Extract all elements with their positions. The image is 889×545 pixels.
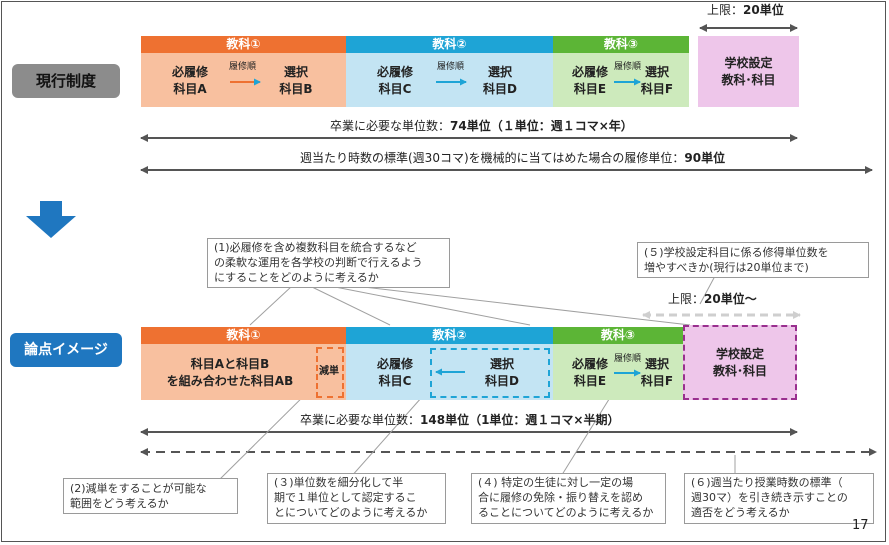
current-grad-label: 卒業に必要な単位数：74単位（１単位：週１コマ×年） [330,119,633,133]
current-subject-c-line1: 必履修 [376,65,413,79]
note-6: (６)週当たり授業時数の標準（ 週30マ）を引き続き示すことの 適否をどう考える… [684,473,874,524]
current-subject-3-body [553,53,689,107]
proposed-subject-1-header: 教科① [141,327,346,344]
proposed-limit-label: 上限：20単位～ [668,292,757,306]
standard-hours-label: 週当たり時数の標準(週30コマ)を機械的に当てはめた場合の履修単位：90単位 [300,151,725,165]
proposed-subject-ab-line1: 科目Aと科目B [190,357,270,371]
proposed-subject-d-line1: 選択 [489,357,514,371]
current-subject-b-line2: 科目B [279,82,313,96]
transition-down-arrow [26,201,76,238]
note-4-line3: ることについてどのように考えるか [478,506,654,519]
proposed-limit-value: 20単位～ [704,292,757,306]
note-4-line1: (４) 特定の生徒に対し一定の場 [478,476,634,489]
current-school-subject [698,36,799,107]
current-subject-e-line1: 必履修 [571,65,608,79]
proposed-subject-2-header: 教科② [346,327,553,344]
current-grad-prefix: 卒業に必要な単位数： [330,119,451,133]
note-1: (1)必履修を含め複数科目を統合するなど の柔軟な運用を各学校の判断で行えるよう… [207,238,450,288]
reduced-units-label: 減単 [319,366,339,377]
proposed-subject-3-header: 教科③ [553,327,683,344]
proposed-subject-c-line2: 科目C [378,374,412,388]
note-5-line2: 増やすべきか(現行は20単位まで) [644,261,809,274]
proposed-subject-f-line1: 選択 [644,357,669,371]
proposed-limit-prefix: 上限： [668,292,705,306]
current-order-label-1: 履修順 [229,62,257,72]
note-1-line3: にすることをどのように考えるか [214,271,379,284]
current-subject-1-header: 教科① [141,36,346,53]
proposed-grad-label: 卒業に必要な単位数：148単位（1単位：週１コマ×半期） [300,413,619,427]
note-5: (５)学校設定科目に係る修得単位数を 増やすべきか(現行は20単位まで) [637,242,869,278]
current-grad-value: 74単位（１単位：週１コマ×年） [450,119,633,133]
note-4-line2: 合に履修の免除・振り替えを認め [478,491,643,504]
proposed-order-label: 履修順 [614,354,642,364]
proposed-subject-f-line2: 科目F [640,374,674,388]
proposed-subject-d-box [430,348,550,398]
current-school-line1: 学校設定 [724,56,773,70]
proposed-school-line2: 教科･科目 [712,364,767,378]
note-3-line1: (３)単位数を細分化して半 [274,476,404,489]
proposed-school-subject [683,325,797,400]
current-subject-d-line2: 科目D [483,82,517,96]
current-order-label-3: 履修順 [614,62,642,72]
proposed-label: 論点イメージ [10,333,122,367]
standard-hours-prefix: 週当たり時数の標準(週30コマ)を機械的に当てはめた場合の履修単位： [300,151,685,165]
proposed-school-line1: 学校設定 [715,347,764,361]
current-school-line2: 教科･科目 [721,73,776,87]
current-subject-c-line2: 科目C [378,82,412,96]
current-subject-b-line1: 選択 [283,65,308,79]
proposed-grad-value: 148単位（1単位：週１コマ×半期） [420,413,620,427]
note-3: (３)単位数を細分化して半 期で１単位として認定するこ とについてどのように考え… [267,473,446,524]
note-6-line2: 週30マ）を引き続き示すことの [691,491,848,504]
current-subject-f-line2: 科目F [640,82,674,96]
current-subject-2-header: 教科② [346,36,553,53]
current-limit-label: 上限：20単位 [707,3,784,17]
note-5-line1: (５)学校設定科目に係る修得単位数を [644,246,829,259]
current-limit-value: 20単位 [743,3,784,17]
note-3-line2: 期で１単位として認定するこ [274,491,417,504]
note-1-line1: (1)必履修を含め複数科目を統合するなど [214,241,417,254]
current-subject-a-line2: 科目A [173,82,207,96]
current-order-label-2: 履修順 [437,62,465,72]
current-subject-2-body [346,53,553,107]
note-4: (４) 特定の生徒に対し一定の場 合に履修の免除・振り替えを認め ることについて… [471,473,666,524]
proposed-subject-e-line2: 科目E [573,374,607,388]
note-6-line3: 適否をどう考えるか [691,506,790,519]
reduced-units-box [316,347,344,398]
proposed-grad-prefix: 卒業に必要な単位数： [300,413,421,427]
note-2-line2: 範囲をどう考えるか [70,497,169,510]
note-3-line3: とについてどのように考えるか [274,506,428,519]
proposed-subject-d-line2: 科目D [485,374,519,388]
current-subject-e-line2: 科目E [573,82,607,96]
proposed-subject-1-body [141,344,346,400]
note-2: (2)減単をすることが可能な 範囲をどう考えるか [63,478,238,514]
current-subject-1-body [141,53,346,107]
current-subject-d-line1: 選択 [487,65,512,79]
current-system-label: 現行制度 [12,64,120,98]
page-number: 17 [852,518,869,533]
proposed-subject-c-line1: 必履修 [376,357,413,371]
note-1-line2: の柔軟な運用を各学校の判断で行えるよう [214,256,423,269]
proposed-subject-ab-line2: を組み合わせた科目AB [166,374,294,388]
standard-hours-value: 90単位 [684,151,726,165]
current-subject-3-header: 教科③ [553,36,689,53]
proposed-subject-e-line1: 必履修 [571,357,608,371]
current-limit-prefix: 上限： [707,3,744,17]
current-subject-a-line1: 必履修 [171,65,208,79]
note-2-line1: (2)減単をすることが可能な [70,482,207,495]
note-6-line1: (６)週当たり授業時数の標準（ [691,476,843,489]
current-subject-f-line1: 選択 [644,65,669,79]
